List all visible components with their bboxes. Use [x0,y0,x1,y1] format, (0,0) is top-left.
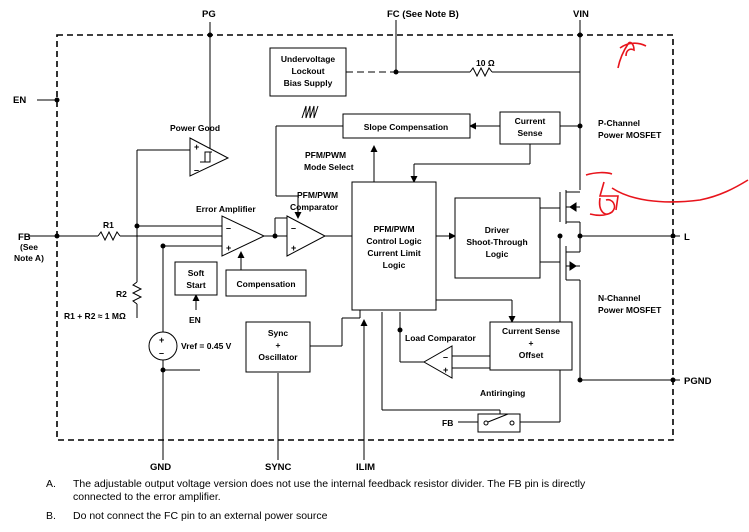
sync-osc-line-2: + [276,340,281,350]
uvlo-line-2: Lockout [291,66,324,76]
error-amplifier [221,215,266,257]
control-logic-line-4: Logic [383,260,406,270]
sync-oscillator-block [245,321,311,373]
red-annotation [585,41,749,217]
fb-switch-label: FB [442,418,453,428]
resistor-10-label: 10 Ω [476,58,495,68]
r1-label: R1 [103,220,114,230]
pin-pgnd: PGND [684,376,712,387]
svg-text:–: – [291,223,296,233]
vref-label: Vref = 0.45 V [181,341,232,351]
current-sense-line-2: Sense [517,128,542,138]
pin-fb: FB [18,232,31,243]
soft-start-line-2: Start [186,280,206,290]
pfm-comp-line-2: Comparator [290,202,339,212]
pin-en: EN [13,95,26,106]
svg-text:+: + [443,365,448,375]
cs-offset-line-2: + [529,338,534,348]
load-comparator [422,345,453,379]
pin-fb-note-2: Note A) [14,253,44,263]
power-good-label: Power Good [170,123,220,133]
svg-text:–: – [443,352,448,362]
control-logic-block [351,181,437,311]
sync-osc-line-3: Oscillator [258,352,298,362]
pin-vin: VIN [573,9,589,20]
uvlo-line-3: Bias Supply [284,78,333,88]
svg-text:–: – [194,165,199,175]
current-sense-offset-block [489,321,573,371]
note-b-line-1: Do not connect the FC pin to an external… [73,510,328,522]
soft-start-block [174,261,218,296]
svg-text:–: – [226,223,231,233]
control-logic-line-3: Current Limit [367,248,421,258]
pfm-pwm-comparator [286,215,327,257]
pin-sync: SYNC [265,462,292,473]
nmos-transistor-icon [559,246,580,281]
pmos-transistor-icon [559,190,580,224]
pfm-comp-line-1: PFM/PWM [297,190,338,200]
antiringing-switch [477,413,521,433]
pfm-mode-line-1: PFM/PWM [305,150,346,160]
svg-text:+: + [226,243,231,253]
current-sense-line-1: Current [515,116,546,126]
pfm-mode-line-2: Mode Select [304,162,354,172]
r2-label: R2 [116,289,127,299]
sync-osc-line-1: Sync [268,328,289,338]
pin-l: L [684,232,690,243]
nmos-line-1: N-Channel [598,293,641,303]
note-a-tag: A. [46,478,56,490]
compensation-block [225,269,307,297]
note-a-line-2: connected to the error amplifier. [73,491,221,503]
control-logic-line-2: Control Logic [366,236,422,246]
driver-line-1: Driver [485,225,510,235]
load-comp-label: Load Comparator [405,333,477,343]
note-b: B. Do not connect the FC pin to an exter… [46,510,726,526]
cs-offset-line-1: Current Sense [502,326,560,336]
r-sum-label: R1 + R2 ≈ 1 MΩ [64,311,126,321]
vref-source-icon [148,331,178,361]
nmos-line-2: Power MOSFET [598,305,662,315]
power-good-comparator [189,137,230,177]
control-logic-line-1: PFM/PWM [373,224,414,234]
antiringing-label: Antiringing [480,388,525,398]
note-b-tag: B. [46,510,56,522]
svg-text:+: + [194,142,199,152]
pin-gnd: GND [150,462,171,473]
pin-pg: PG [202,9,216,20]
driver-line-2: Shoot-Through [466,237,527,247]
pin-fb-note-1: (See [20,242,38,252]
note-a: A. The adjustable output voltage version… [46,478,726,506]
pmos-line-1: P-Channel [598,118,640,128]
pin-ilim: ILIM [356,462,375,473]
svg-text:+: + [159,335,164,345]
pin-fc: FC (See Note B) [387,9,459,20]
note-a-line-1: The adjustable output voltage version do… [73,478,586,490]
cs-offset-line-3: Offset [519,350,544,360]
current-sense-block [499,111,561,145]
compensation-label: Compensation [236,279,295,289]
pmos-line-2: Power MOSFET [598,130,662,140]
svg-text:+: + [291,243,296,253]
slope-comp-label: Slope Compensation [364,122,449,132]
sawtooth-icon [301,105,319,119]
svg-text:–: – [159,348,164,358]
slope-compensation-block [342,113,471,139]
uvlo-line-1: Undervoltage [281,54,336,64]
en-internal-label: EN [189,315,201,325]
driver-block [454,197,541,279]
uvlo-block [269,47,347,97]
driver-line-3: Logic [486,249,509,259]
soft-start-line-1: Soft [188,268,205,278]
error-amp-label: Error Amplifier [196,204,256,214]
